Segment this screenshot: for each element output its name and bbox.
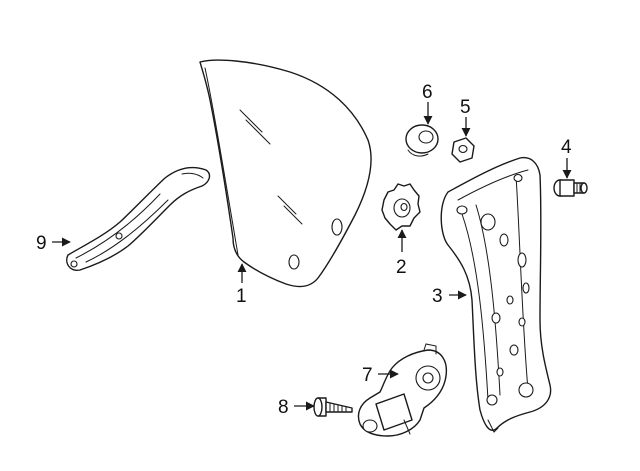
bolt-part — [313, 397, 353, 417]
callout-6: 6 — [422, 82, 433, 103]
callouts: 1 2 3 4 5 6 7 8 9 — [36, 82, 572, 418]
callout-5: 5 — [460, 97, 471, 118]
callout-8: 8 — [278, 397, 289, 418]
callout-4: 4 — [561, 137, 572, 158]
window-motor-part — [357, 343, 448, 437]
callout-9: 9 — [36, 233, 47, 254]
callout-3: 3 — [432, 286, 443, 307]
stud-bolt-part — [553, 179, 588, 197]
callout-2: 2 — [396, 257, 407, 278]
nut-part — [451, 137, 475, 163]
leader-lines — [52, 102, 572, 411]
door-glass-part — [199, 59, 372, 288]
regulator-plate-part — [440, 156, 552, 433]
pulley-cap-part — [405, 124, 439, 157]
gear-part — [381, 183, 421, 231]
guide-rail-part — [66, 166, 211, 271]
callout-1: 1 — [236, 286, 247, 307]
callout-7: 7 — [362, 365, 373, 386]
